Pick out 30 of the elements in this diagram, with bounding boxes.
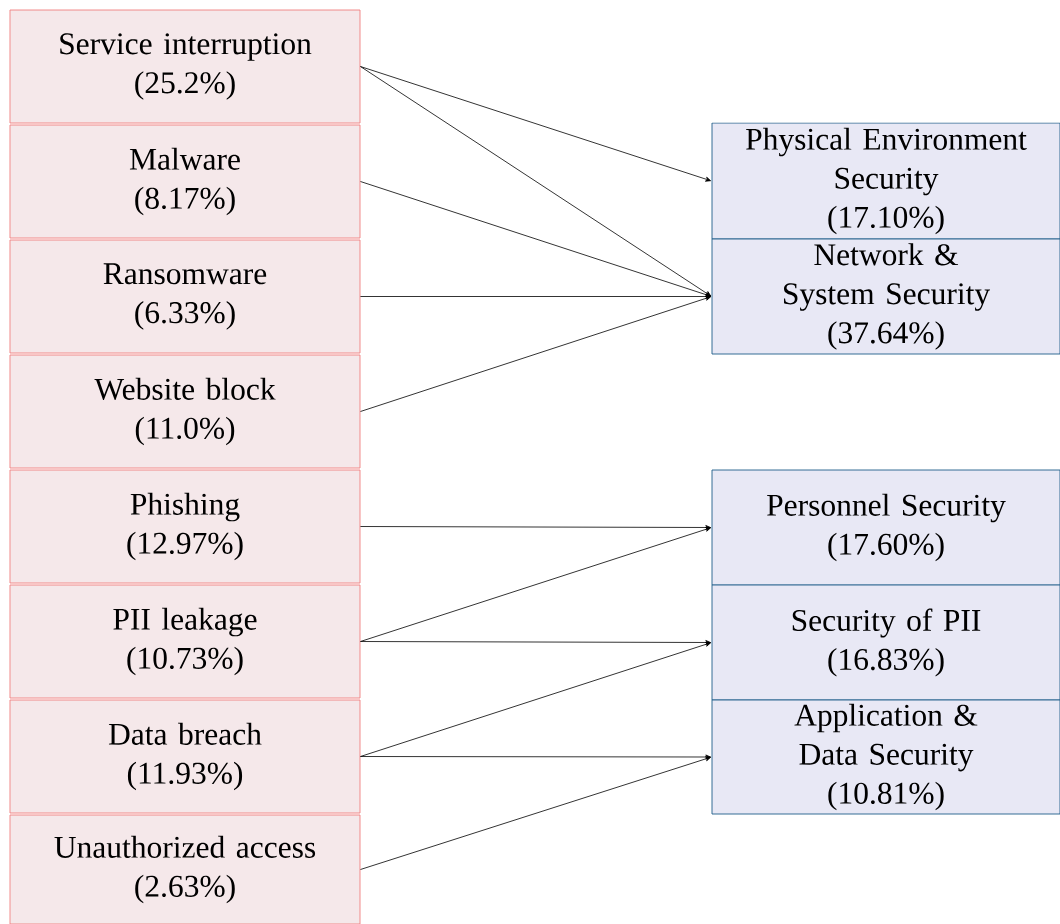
arrow	[360, 754, 711, 760]
incident-box: PII leakage (10.73%)	[9, 584, 361, 699]
node-label: (17.60%)	[828, 532, 944, 562]
node-label: Physical Environment Security	[746, 127, 1027, 196]
arrow	[360, 66, 711, 182]
incident-box: Website block (11.0%)	[9, 354, 361, 469]
node-label: Security of PII	[792, 608, 981, 638]
security-domain-box: Physical Environment Security (17.10%)	[711, 122, 1060, 240]
incident-box: Service interruption (25.2%)	[9, 9, 361, 124]
incident-box: Ransomware (6.33%)	[9, 239, 361, 354]
arrow	[360, 526, 711, 642]
arrow	[360, 295, 711, 412]
security-domain-box: Security of PII (16.83%)	[711, 584, 1060, 701]
arrow	[360, 641, 711, 757]
security-domain-box: Application & Data Security (10.81%)	[711, 699, 1060, 815]
incident-box: Phishing (12.97%)	[9, 469, 361, 584]
incident-box: Unauthorized access (2.63%)	[9, 814, 361, 924]
security-domain-box: Personnel Security (17.60%)	[711, 469, 1060, 586]
arrow	[360, 640, 711, 645]
node-label: (16.83%)	[828, 647, 944, 677]
security-domain-box: Network & System Security (37.64%)	[711, 238, 1060, 355]
node-label: Personnel Security	[767, 493, 1006, 523]
arrow	[360, 181, 711, 298]
arrow	[360, 525, 711, 530]
node-label: (17.10%)	[828, 205, 944, 235]
incident-box: Data breach (11.93%)	[9, 699, 361, 814]
arrow	[360, 756, 711, 870]
incident-box: Malware (8.17%)	[9, 124, 361, 239]
arrow	[360, 66, 712, 297]
arrow	[360, 294, 711, 299]
